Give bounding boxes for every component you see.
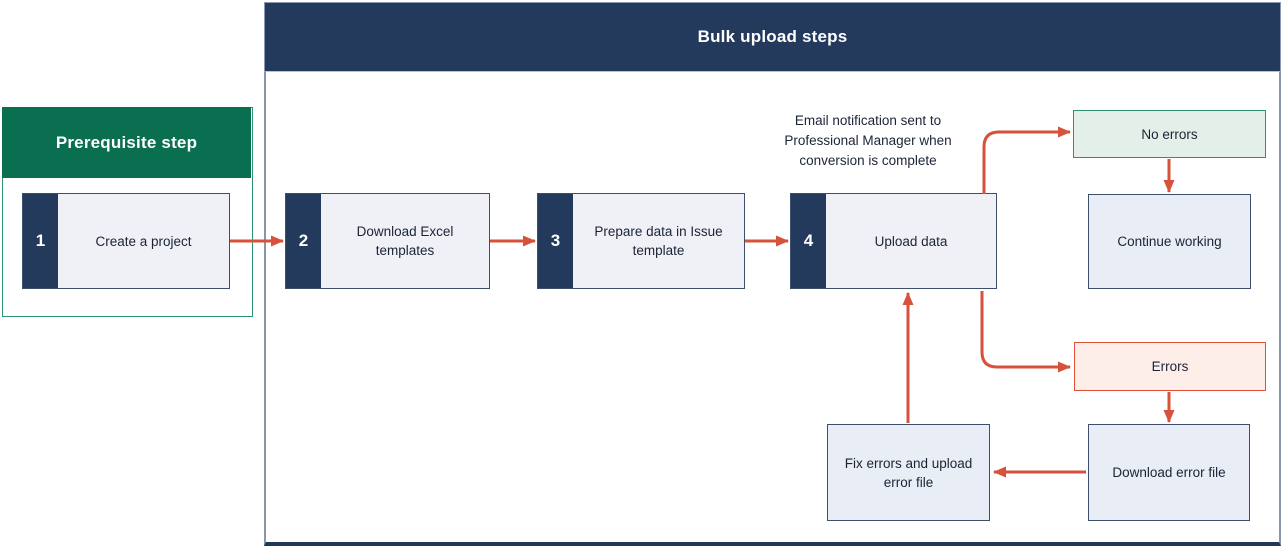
step-number-badge: 2 [286,194,321,288]
step-label: Download Excel templates [356,224,454,258]
step-label: Create a project [95,233,192,249]
bulk-upload-title: Bulk upload steps [697,27,848,46]
prerequisite-header: Prerequisite step [2,107,251,178]
step-box-download-templates: 2 Download Excel templates [285,193,490,289]
prerequisite-title: Prerequisite step [55,132,198,152]
continue-working-box: Continue working [1088,194,1251,289]
no-errors-box: No errors [1073,110,1266,158]
step-box-create-project: 1 Create a project [22,193,230,289]
errors-box: Errors [1074,342,1266,391]
download-error-file-box: Download error file [1088,424,1250,521]
step-number-badge: 1 [23,194,58,288]
step-number-badge: 4 [791,194,826,288]
email-notification-note: Email notification sent to Professional … [784,113,952,168]
step-label: Upload data [874,233,948,249]
step-box-upload-data: 4 Upload data [790,193,997,289]
step-number-badge: 3 [538,194,573,288]
bulk-upload-header: Bulk upload steps [264,2,1281,72]
step-label: Prepare data in Issue template [594,224,723,258]
fix-errors-box: Fix errors and upload error file [827,424,990,521]
step-box-prepare-data: 3 Prepare data in Issue template [537,193,745,289]
